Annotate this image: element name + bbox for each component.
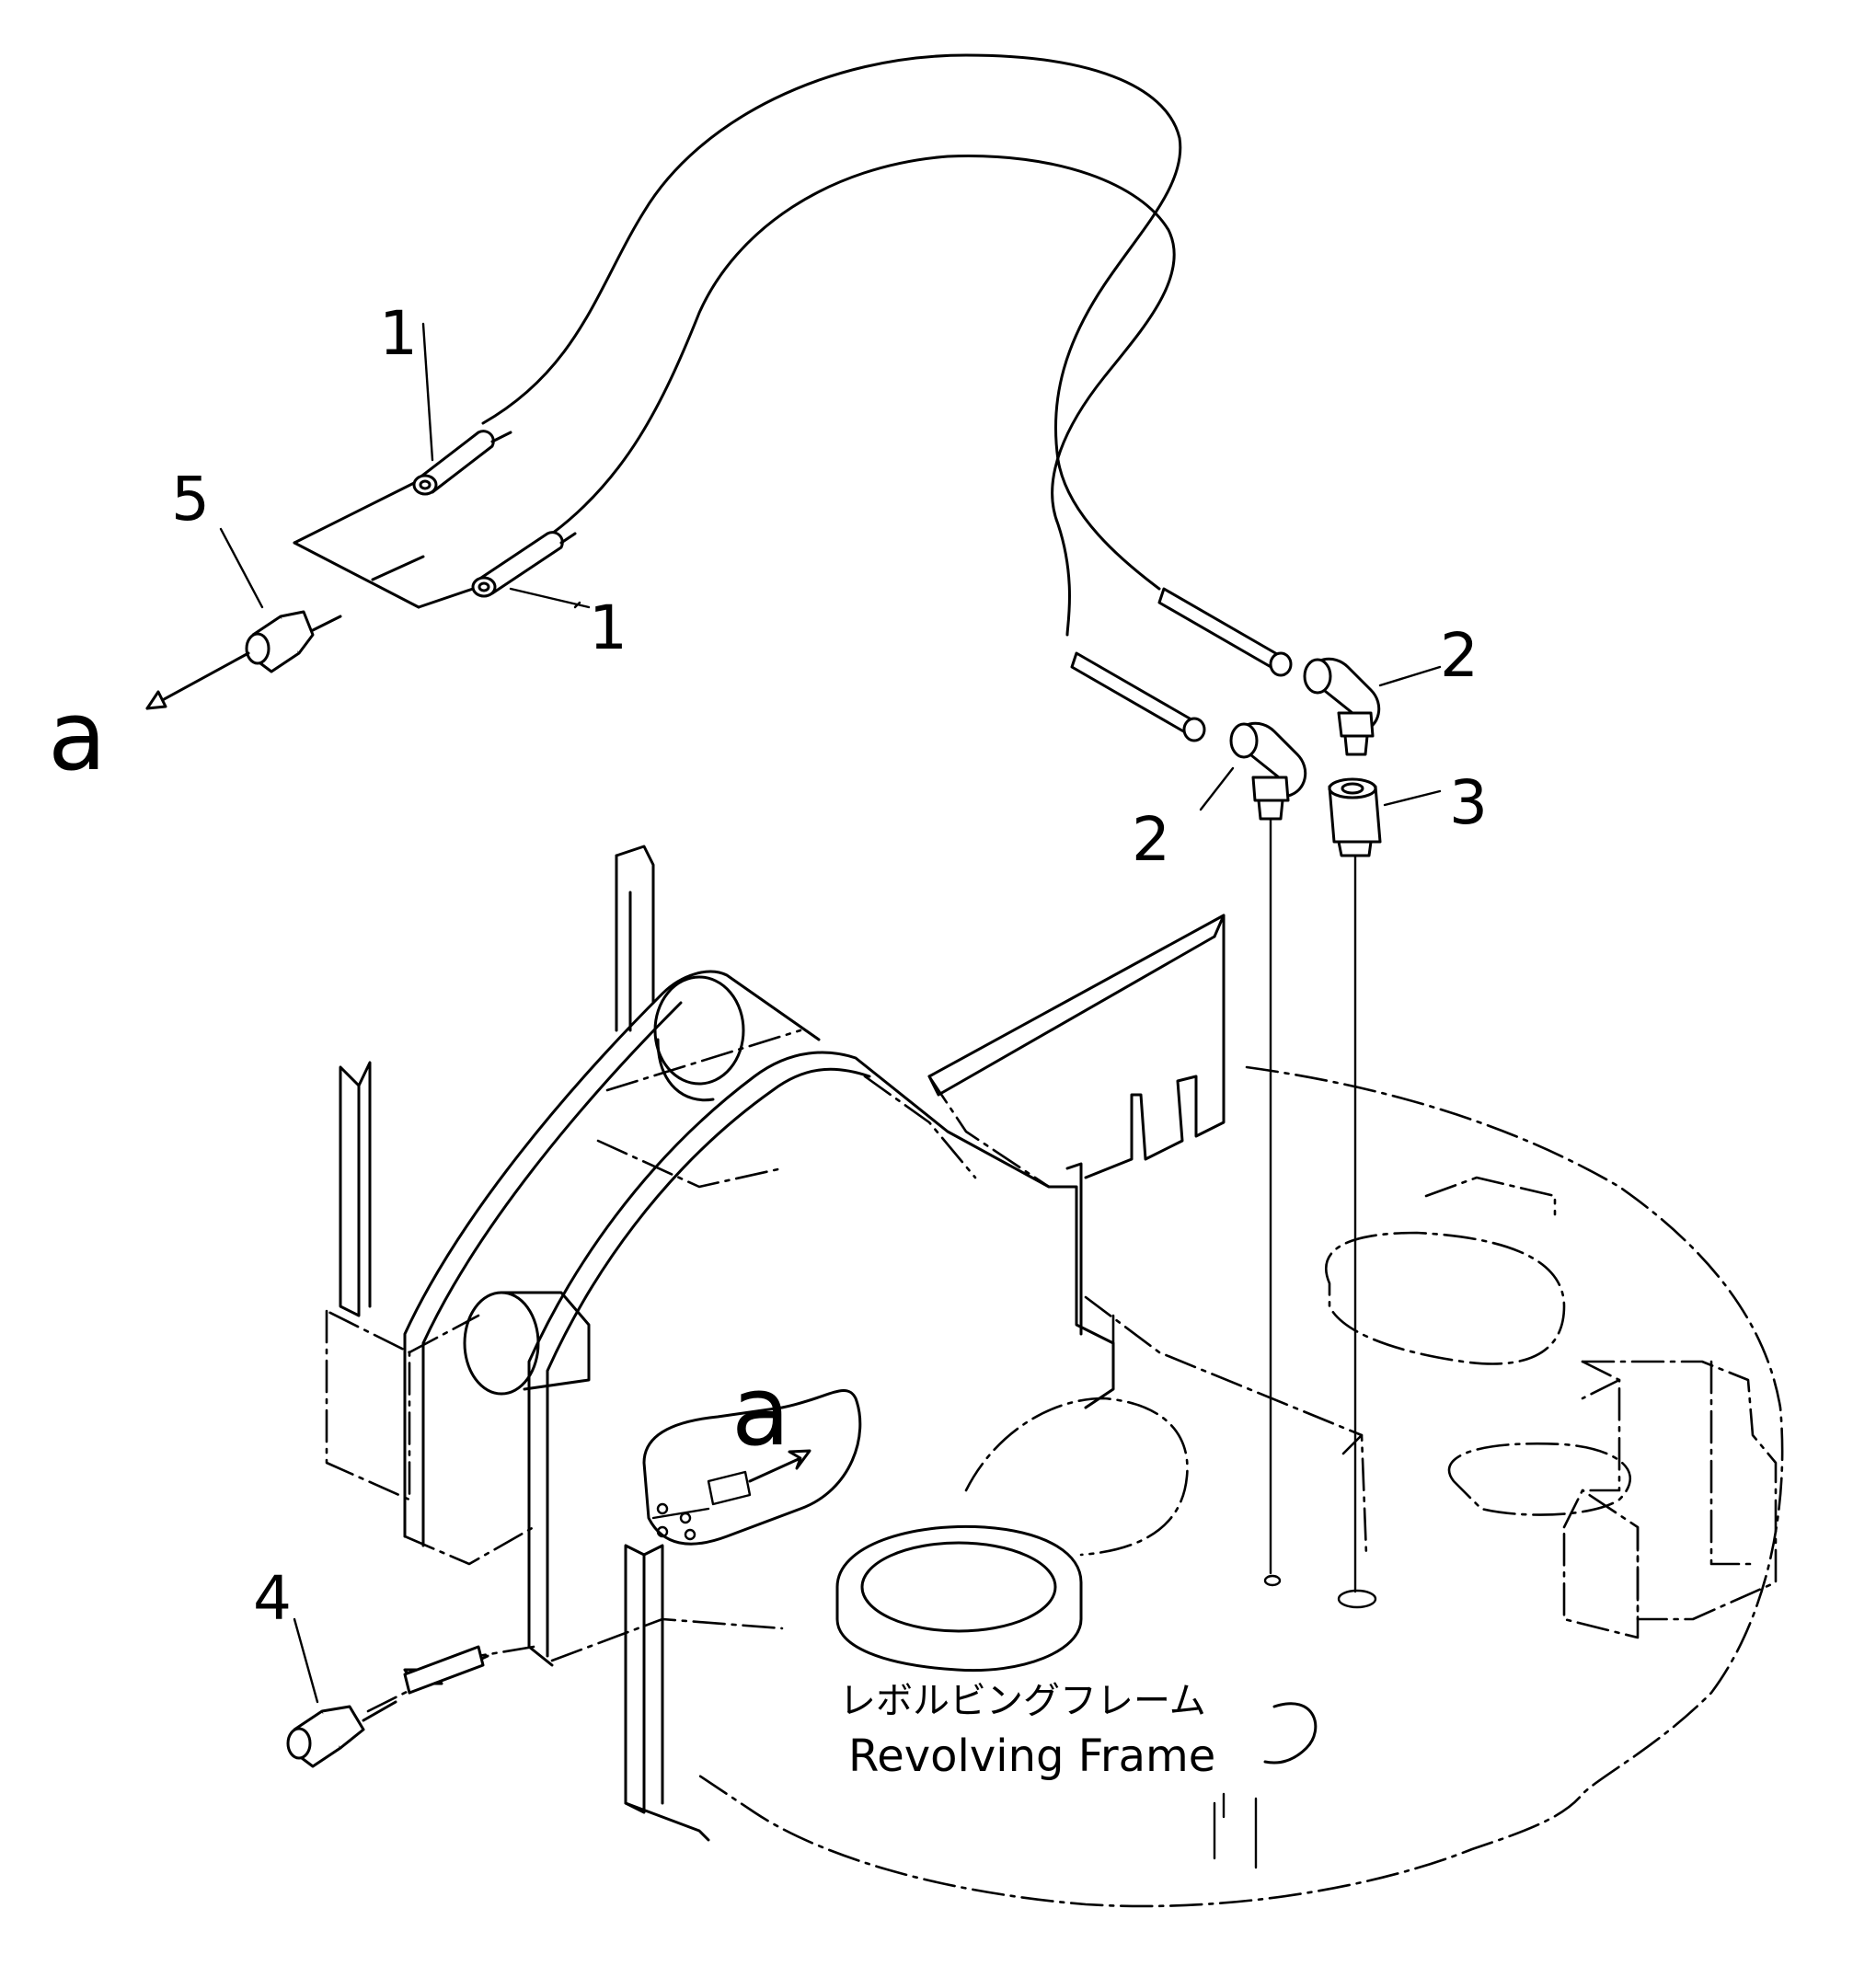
- callout-1-top: 1: [379, 298, 418, 369]
- elbow-2-left: [1229, 721, 1307, 1587]
- frame-label-japanese: レボルビングフレーム: [839, 1680, 1206, 1722]
- callout-4: 4: [253, 1563, 292, 1634]
- fitting-4: [286, 1645, 489, 1768]
- view-marker-a-frame: a: [731, 1355, 790, 1467]
- grease-hoses: [293, 53, 1293, 742]
- callout-2-right: 2: [1440, 620, 1479, 691]
- coupling-3: [1328, 777, 1382, 1609]
- view-marker-a-left: a: [48, 680, 107, 792]
- revolving-frame-outline: [697, 1065, 1784, 1908]
- elbow-2-right: [1303, 657, 1381, 756]
- callout-3: 3: [1449, 767, 1488, 838]
- leader-lines: [145, 322, 1442, 1704]
- frame-label-english: Revolving Frame: [848, 1730, 1215, 1782]
- swing-ring: [835, 1397, 1189, 1673]
- frame-label: レボルビングフレーム Revolving Frame: [839, 1680, 1318, 1869]
- callout-labels: 1 1 2 2 3 4 5 a a: [48, 298, 1488, 1634]
- callout-1-bottom: 1: [589, 592, 627, 663]
- callout-5: 5: [171, 464, 210, 535]
- fitting-5: [245, 610, 342, 673]
- callout-2-left: 2: [1132, 804, 1170, 875]
- view-a-window: [642, 1389, 862, 1546]
